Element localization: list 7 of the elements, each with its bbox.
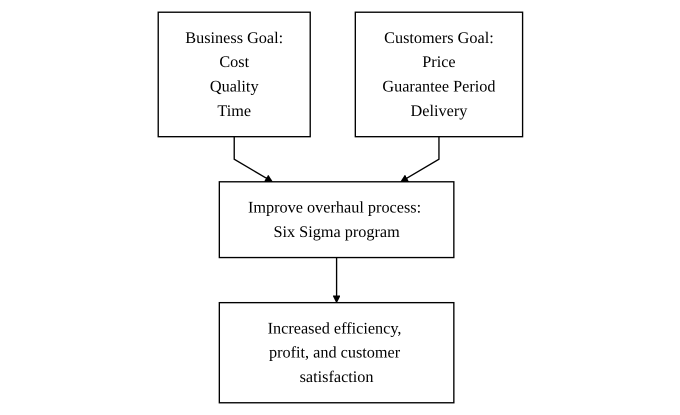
arrow [400, 136, 440, 182]
node-box: Customers Goal: Price Guarantee Period Delivery [354, 12, 523, 138]
node-box: Business Goal: Cost Quality Time [157, 12, 310, 138]
node-box: Increased efficiency, profit, and customer satisfaction [218, 302, 454, 404]
arrow [233, 136, 272, 182]
arrow [332, 258, 340, 303]
node-box: Improve overhaul process: Six Sigma program [218, 181, 454, 258]
